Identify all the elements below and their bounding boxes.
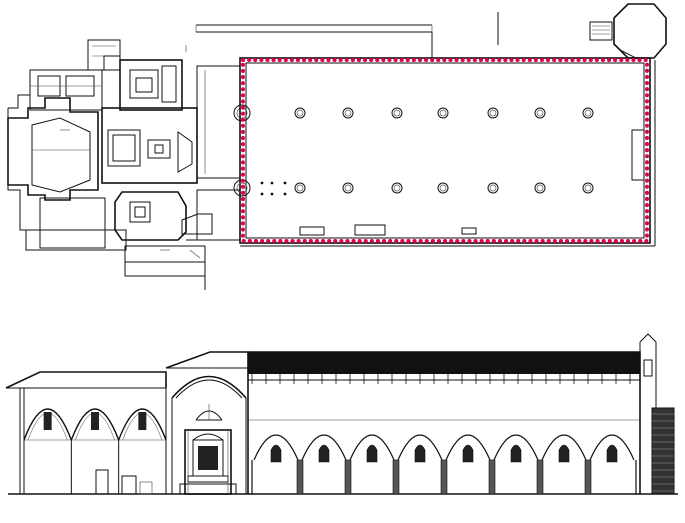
longitudinal-section — [5, 333, 678, 495]
plan-bell-tower — [589, 3, 667, 61]
floor-plan — [7, 3, 667, 290]
plan-north-wall — [185, 12, 499, 58]
section-nave-window — [558, 444, 570, 463]
nave-highlight-outline — [241, 58, 649, 243]
section-nave-arch — [445, 434, 491, 461]
plan-column — [342, 107, 354, 119]
section-nave-arch — [541, 434, 587, 461]
section-nave-window — [366, 444, 378, 463]
plan-west-complex — [7, 39, 241, 290]
plan-marker-dot — [270, 192, 274, 196]
plan-column-core — [536, 184, 544, 192]
section-nave-window — [606, 444, 618, 463]
plan-column-core — [393, 109, 401, 117]
plan-column-core — [344, 184, 352, 192]
section-nave-window — [318, 444, 330, 463]
section-west-portion — [5, 371, 167, 495]
section-nave-pier — [344, 459, 352, 495]
plan-column-core — [489, 184, 497, 192]
section-nave — [248, 351, 641, 495]
plan-column — [437, 182, 449, 194]
plan-column-core — [584, 184, 592, 192]
plan-marker-dot — [283, 181, 287, 185]
section-west-window — [91, 412, 99, 430]
section-nave-window — [462, 444, 474, 463]
section-masonry-wall — [651, 407, 675, 495]
plan-nave-columns — [233, 104, 594, 197]
section-nave-pier — [584, 459, 592, 495]
section-nave-arch — [301, 434, 347, 461]
section-nave-window — [510, 444, 522, 463]
plan-column-core — [439, 184, 447, 192]
section-nave-pier — [488, 459, 496, 495]
section-east-tower — [639, 333, 675, 495]
section-central-chapel — [165, 351, 249, 495]
section-nave-pier — [296, 459, 304, 495]
plan-marker-dot — [270, 181, 274, 185]
plan-column — [342, 182, 354, 194]
plan-column — [391, 182, 403, 194]
section-nave-arcade — [251, 434, 637, 495]
section-masonry-courses — [652, 413, 674, 492]
section-west-window — [43, 412, 52, 430]
plan-column-core — [536, 109, 544, 117]
section-nave-pier — [392, 459, 400, 495]
plan-column-core — [296, 184, 304, 192]
plan-column-core — [489, 109, 497, 117]
section-nave-arch — [589, 434, 635, 461]
section-nave-arch — [493, 434, 539, 461]
plan-column — [391, 107, 403, 119]
section-nave-window — [270, 444, 282, 463]
plan-column-core — [439, 109, 447, 117]
section-west-arcade — [23, 408, 167, 494]
plan-column — [294, 107, 306, 119]
section-nave-arch — [253, 434, 299, 461]
section-nave-window — [414, 444, 426, 463]
plan-column — [582, 107, 594, 119]
plan-column — [487, 182, 499, 194]
plan-column — [582, 182, 594, 194]
section-nave-arch — [397, 434, 443, 461]
section-west-window — [138, 412, 147, 430]
plan-column-core — [344, 109, 352, 117]
plan-column-core — [584, 109, 592, 117]
plan-column — [534, 107, 546, 119]
section-west-arch — [118, 408, 167, 441]
plan-column — [437, 107, 449, 119]
section-nave-pier — [536, 459, 544, 495]
section-roof-trusses — [251, 374, 631, 384]
section-nave-pier — [440, 459, 448, 495]
plan-marker-dot — [283, 192, 287, 196]
plan-column — [534, 182, 546, 194]
plan-nave-walls — [239, 57, 656, 247]
plan-column-core — [296, 109, 304, 117]
plan-marker-dot — [260, 192, 264, 196]
plan-column — [294, 182, 306, 194]
plan-marker-dot — [260, 181, 264, 185]
section-nave-arch — [349, 434, 395, 461]
plan-column-core — [393, 184, 401, 192]
section-west-arch — [23, 408, 72, 441]
section-west-arch — [70, 408, 120, 441]
plan-column — [487, 107, 499, 119]
